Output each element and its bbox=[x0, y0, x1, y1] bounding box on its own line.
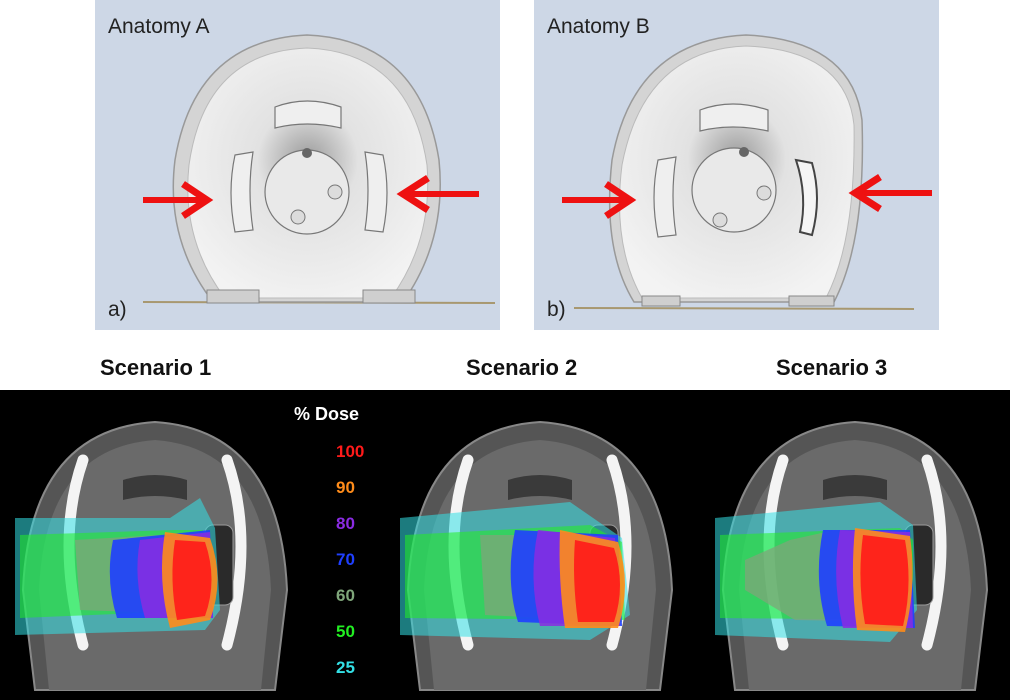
legend-level: 50 bbox=[336, 622, 355, 641]
panel-letter: a) bbox=[108, 298, 127, 321]
legend-level: 80 bbox=[336, 514, 355, 533]
scenario-2-dose-map bbox=[400, 422, 672, 690]
scenario-1-dose-map bbox=[15, 422, 287, 690]
phantom-render-a bbox=[142, 34, 496, 304]
anatomy-a-panel: Anatomy A a) bbox=[95, 0, 500, 330]
arrow-icon-right bbox=[848, 174, 932, 212]
phantom-render-b bbox=[562, 34, 932, 310]
legend-level: 90 bbox=[336, 478, 355, 497]
legend-title: % Dose bbox=[294, 404, 360, 424]
scenario-2-title: Scenario 2 bbox=[466, 355, 578, 380]
legend-level: 100 bbox=[336, 442, 365, 461]
scenario-1-title: Scenario 1 bbox=[100, 355, 212, 380]
scenario-3-title: Scenario 3 bbox=[776, 355, 888, 380]
arrow-icon-right bbox=[396, 175, 479, 213]
ct-dose-strip: % Dose 100 90 80 70 60 50 25 bbox=[0, 390, 1010, 700]
panel-title: Anatomy A bbox=[108, 15, 210, 38]
scenario-3-dose-map bbox=[715, 422, 987, 690]
anatomy-b-panel: Anatomy B b) bbox=[534, 0, 939, 330]
arrow-icon-left bbox=[143, 181, 214, 219]
panel-title: Anatomy B bbox=[547, 15, 650, 38]
legend-level: 70 bbox=[336, 550, 355, 569]
ct-dose-maps bbox=[15, 390, 1010, 700]
arrow-icon-left bbox=[562, 181, 637, 219]
legend-level: 60 bbox=[336, 586, 355, 605]
legend-level: 25 bbox=[336, 658, 355, 677]
panel-letter: b) bbox=[547, 298, 566, 321]
